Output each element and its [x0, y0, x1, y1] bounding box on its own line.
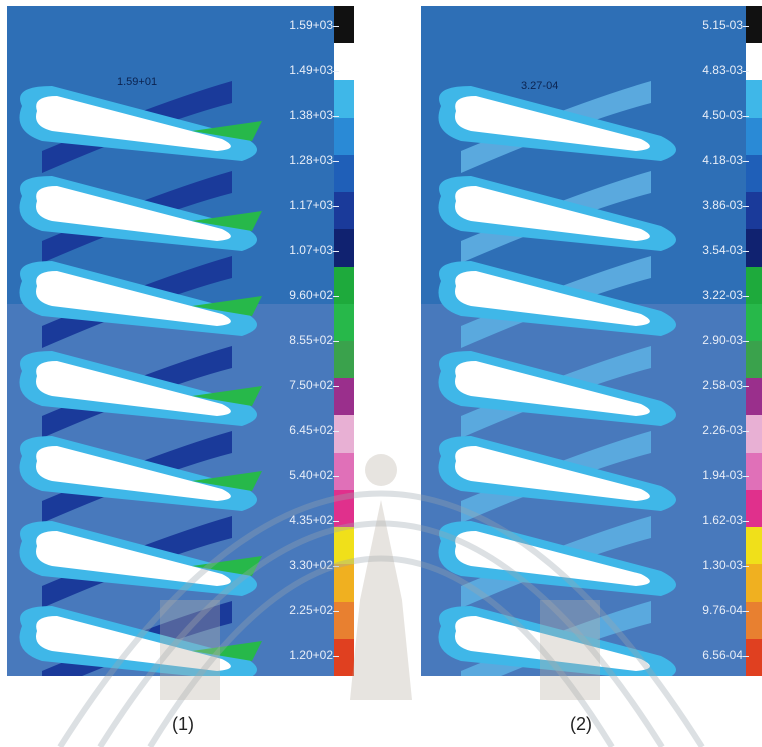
coil-core	[455, 271, 650, 326]
legend-swatch	[334, 80, 354, 118]
stress-hotspot	[192, 556, 262, 576]
legend-tick-label: 3.86-03	[661, 198, 749, 212]
coil-core	[455, 96, 650, 151]
legend-swatch	[334, 452, 354, 490]
contour-panel-1: 1.59+01 1.59+03 1.49+03 1.38+03 1.28+03 1.17…	[7, 6, 354, 676]
peak-value-label: 3.27-04	[521, 80, 559, 92]
figure-caption-2: (2)	[570, 714, 592, 734]
legend-swatch	[334, 229, 354, 267]
legend-swatch	[746, 229, 762, 267]
legend-tick-label: 3.54-03	[661, 243, 749, 257]
legend-swatch	[746, 452, 762, 490]
legend-tick-label: 7.50+02	[253, 378, 339, 392]
stress-hotspot	[192, 211, 262, 231]
color-legend-bar	[334, 6, 354, 676]
legend-tick-label: 4.35+02	[253, 513, 339, 527]
legend-tick-label: 2.58-03	[661, 378, 749, 392]
legend-swatch	[334, 638, 354, 676]
legend-tick-label: 4.83-03	[661, 63, 749, 77]
coil-core	[36, 186, 231, 241]
legend-swatch	[746, 117, 762, 155]
legend-swatch	[334, 117, 354, 155]
legend-swatch	[334, 601, 354, 639]
legend-swatch	[746, 489, 762, 528]
legend-tick-label: 6.45+02	[253, 423, 339, 437]
legend-tick-label: 1.59+03	[253, 18, 339, 32]
legend-swatch	[746, 601, 762, 639]
legend-swatch	[746, 638, 762, 676]
legend-swatch	[746, 43, 762, 81]
coil-core	[36, 616, 231, 671]
legend-swatch	[334, 564, 354, 602]
coil-core	[455, 186, 650, 241]
color-legend-bar	[746, 6, 762, 676]
legend-swatch	[334, 378, 354, 416]
legend-swatch	[334, 415, 354, 453]
legend-tick-label: 5.15-03	[661, 18, 749, 32]
coil-core	[36, 446, 231, 501]
legend-swatch	[746, 80, 762, 118]
legend-swatch	[334, 303, 354, 341]
legend-tick-label: 1.62-03	[661, 513, 749, 527]
figure-caption-1: (1)	[172, 714, 194, 734]
legend-tick-label: 8.55+02	[253, 333, 339, 347]
legend-swatch	[334, 154, 354, 193]
spring-model-2	[438, 81, 676, 676]
stress-hotspot	[192, 471, 262, 491]
legend-tick-label: 1.30-03	[661, 558, 749, 572]
legend-swatch	[746, 378, 762, 416]
legend-swatch	[334, 527, 354, 565]
legend-tick-label: 6.56-04	[661, 648, 749, 662]
stress-hotspot	[192, 641, 262, 661]
legend-tick-label: 1.38+03	[253, 108, 339, 122]
coil-core	[36, 271, 231, 326]
legend-tick-label: 1.17+03	[253, 198, 339, 212]
legend-swatch	[334, 266, 354, 304]
legend-tick-label: 4.50-03	[661, 108, 749, 122]
legend-swatch	[334, 43, 354, 81]
legend-swatch	[334, 489, 354, 528]
legend-swatch	[746, 303, 762, 341]
coil-core	[455, 446, 650, 501]
legend-swatch	[746, 192, 762, 230]
legend-tick-label: 3.22-03	[661, 288, 749, 302]
coil-core	[455, 531, 650, 586]
peak-value-label: 1.59+01	[117, 76, 158, 88]
contour-panel-2: 3.27-04 5.15-03 4.83-03 4.50-03 4.18-03 3.86…	[421, 6, 762, 676]
legend-tick-label: 2.25+02	[253, 603, 339, 617]
legend-tick-label: 9.76-04	[661, 603, 749, 617]
coil-core	[36, 96, 231, 151]
coil-core	[455, 616, 650, 671]
legend-tick-label: 4.18-03	[661, 153, 749, 167]
legend-swatch	[746, 564, 762, 602]
legend-swatch	[746, 340, 762, 379]
legend-tick-label: 2.26-03	[661, 423, 749, 437]
legend-swatch	[746, 415, 762, 453]
legend-tick-label: 3.30+02	[253, 558, 339, 572]
coil-core	[36, 361, 231, 416]
legend-swatch	[334, 192, 354, 230]
legend-tick-label: 1.94-03	[661, 468, 749, 482]
legend-tick-label: 1.20+02	[253, 648, 339, 662]
legend-swatch	[746, 266, 762, 304]
legend-tick-label: 1.49+03	[253, 63, 339, 77]
legend-swatch	[746, 6, 762, 44]
legend-tick-label: 2.90-03	[661, 333, 749, 347]
stress-hotspot	[192, 386, 262, 406]
coil-core	[36, 531, 231, 586]
legend-tick-label: 1.07+03	[253, 243, 339, 257]
legend-tick-label: 1.28+03	[253, 153, 339, 167]
spring-model-1	[19, 81, 262, 676]
coil-core	[455, 361, 650, 416]
legend-swatch	[334, 6, 354, 44]
legend-tick-label: 9.60+02	[253, 288, 339, 302]
stress-hotspot	[192, 296, 262, 316]
legend-swatch	[746, 154, 762, 193]
legend-tick-label: 5.40+02	[253, 468, 339, 482]
legend-swatch	[746, 527, 762, 565]
stress-hotspot	[192, 121, 262, 141]
legend-swatch	[334, 340, 354, 379]
